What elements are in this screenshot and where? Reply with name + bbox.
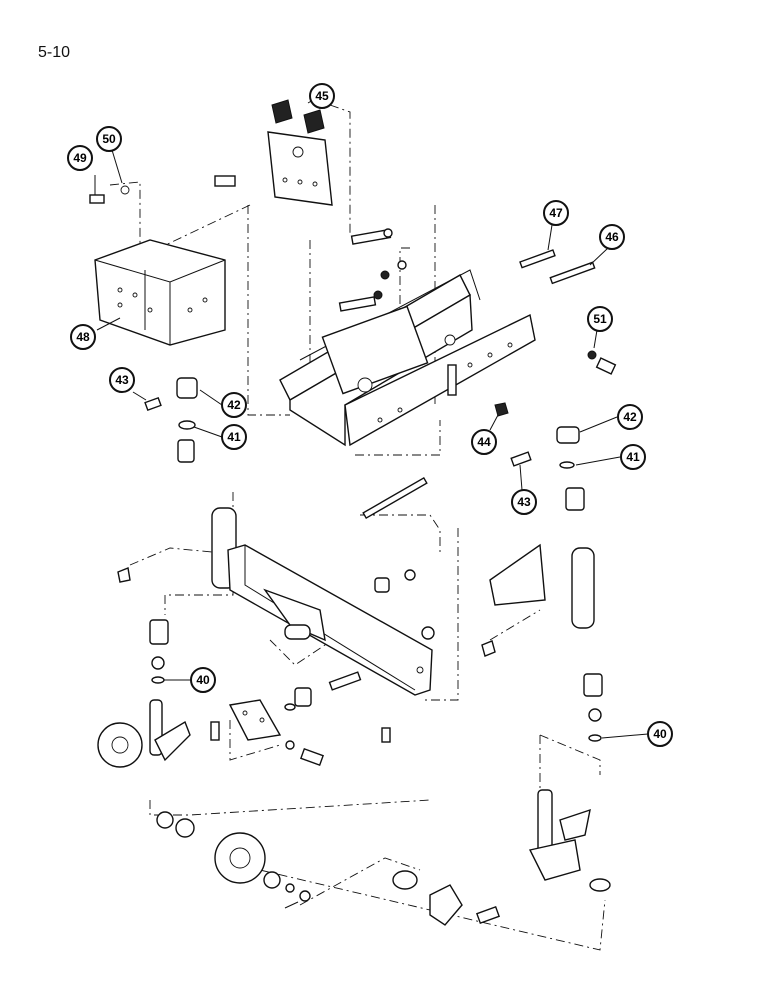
svg-text:51: 51 [593,312,607,326]
callout-46: 46 [599,224,625,250]
callout-43-right: 43 [511,489,537,515]
svg-text:46: 46 [605,230,619,244]
svg-text:42: 42 [227,398,241,412]
right-spindle-hub [392,789,611,926]
callout-41-right: 41 [620,444,646,470]
svg-text:44: 44 [477,435,491,449]
svg-text:43: 43 [115,373,129,387]
svg-text:47: 47 [549,206,563,220]
svg-text:40: 40 [196,673,210,687]
callout-48: 48 [70,324,96,350]
svg-text:43: 43 [517,495,531,509]
callout-41-left: 41 [221,424,247,450]
svg-text:49: 49 [73,151,87,165]
right-pivot-parts [481,426,603,742]
callout-40-right: 40 [647,721,673,747]
callout-44: 44 [471,429,497,455]
callout-47: 47 [543,200,569,226]
callout-42-right: 42 [617,404,643,430]
svg-text:50: 50 [102,132,116,146]
svg-text:45: 45 [315,89,329,103]
mounting-plate [214,99,333,206]
leader-lines [94,96,649,739]
main-frame [279,269,536,447]
svg-text:48: 48 [76,330,90,344]
callout-51: 51 [587,306,613,332]
svg-text:40: 40 [653,727,667,741]
callout-43-left: 43 [109,367,135,393]
svg-text:42: 42 [623,410,637,424]
svg-text:41: 41 [626,450,640,464]
callout-49: 49 [67,145,93,171]
axle-beam [227,476,435,696]
callout-42-left: 42 [221,392,247,418]
left-pivot-parts [117,377,237,684]
left-spindle-hub [97,699,311,909]
assembly-lines [109,104,606,951]
callout-50: 50 [96,126,122,152]
svg-text:41: 41 [227,430,241,444]
page-number: 5-10 [38,44,71,61]
counterweight-bracket [89,185,226,346]
callout-40-left: 40 [190,667,216,693]
upper-bolts [338,228,617,417]
lower-bracket [210,687,391,767]
callout-45: 45 [309,83,335,109]
